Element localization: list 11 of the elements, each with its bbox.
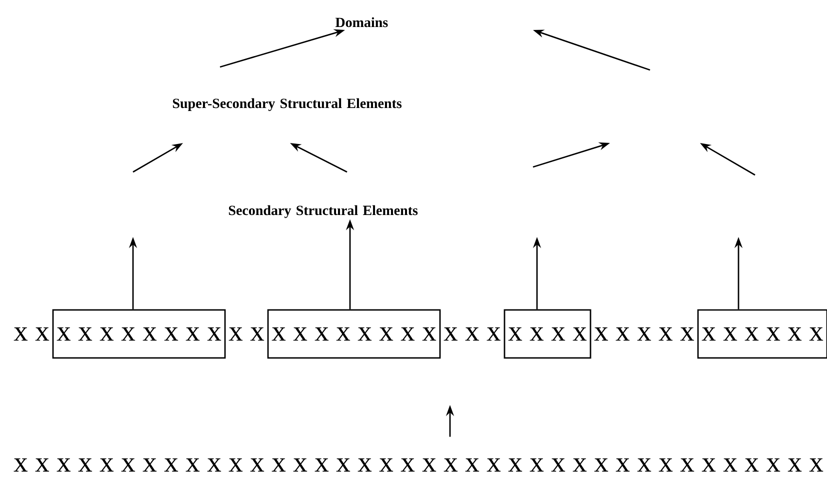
level-heading: Domains	[335, 17, 388, 28]
residue-sequence: x x x x x x x x x x x x x x x x x x x x x x x x x x x x x x x x x x x x x x	[14, 458, 824, 472]
level-heading: Secondary Structural Elements	[228, 205, 418, 218]
level-heading: Super-Secondary Structural Elements	[172, 98, 402, 112]
segment-box: x x x x x x	[697, 309, 827, 359]
segment-box: x x x x	[504, 309, 592, 359]
residue-label: x x x	[444, 327, 501, 341]
residue-label: x x	[228, 327, 264, 341]
segment-box: x x x x x x x x	[267, 309, 441, 359]
segment-box: x x x x x x x x	[52, 309, 226, 359]
residue-label: x x x x x	[594, 327, 694, 341]
